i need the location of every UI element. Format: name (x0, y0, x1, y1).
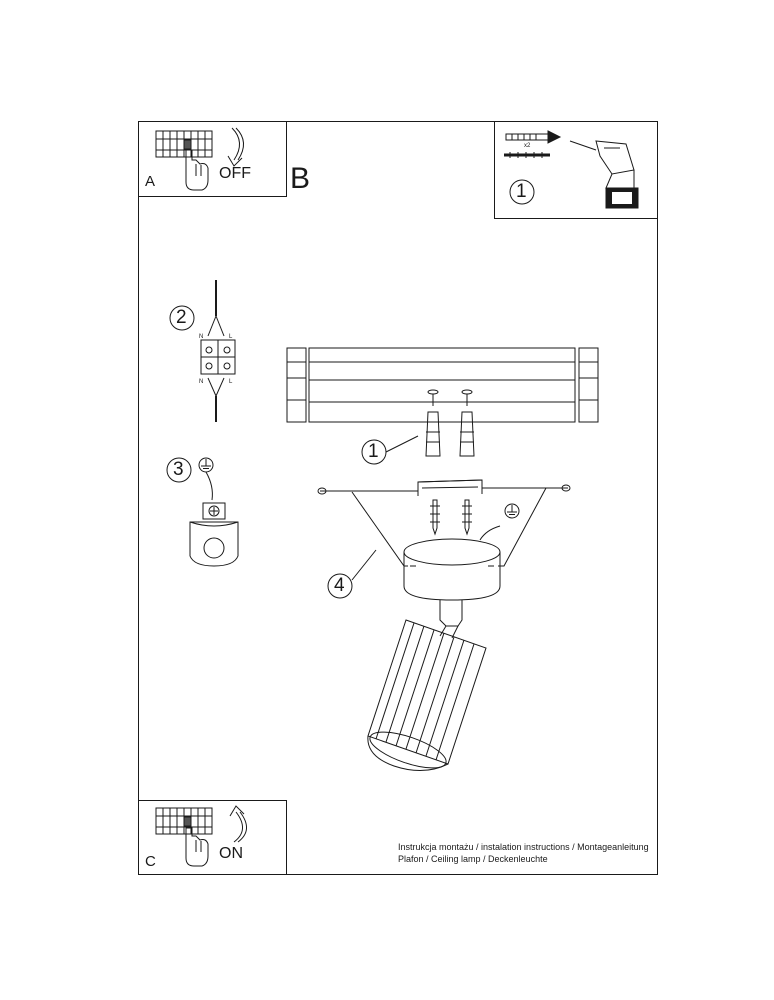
lamp-canopy (403, 538, 501, 601)
lamp-ground-icon (479, 503, 520, 541)
tools-quantity: x2 (524, 143, 531, 149)
tools-box (494, 121, 658, 219)
ceiling-screws-icon (427, 389, 473, 406)
breaker-off-icon (155, 130, 213, 158)
panel-a-action: OFF (219, 165, 251, 182)
terminal-bottom-n: N (199, 379, 204, 385)
step-2-circle (169, 305, 195, 331)
terminal-bottom-l: L (229, 379, 233, 385)
outer-frame (138, 121, 658, 875)
panel-a-letter: A (145, 173, 156, 190)
arrow-up-icon (229, 805, 247, 843)
dowel-pack-icon (505, 130, 562, 144)
drill-icon (569, 140, 639, 209)
lamp-number: 4 (334, 575, 345, 596)
hand-on-icon (185, 827, 209, 867)
step-1-number: 1 (516, 181, 527, 202)
lamp-arm (439, 600, 463, 639)
lamp-shade (367, 619, 487, 771)
panel-b-letter: B (290, 162, 311, 195)
bracket-screws-icon (430, 499, 472, 536)
step-3-circle (166, 457, 192, 483)
ground-terminal-icon (189, 502, 239, 567)
footer-line-1: Instrukcja montażu / instalation instruc… (398, 842, 649, 852)
panel-c-action: ON (219, 845, 243, 862)
dowel-leader-line (385, 435, 419, 453)
panel-c-box (138, 800, 287, 875)
wall-dowel-icon (425, 411, 475, 457)
step-1-circle (509, 179, 535, 205)
ceiling-beam (286, 347, 599, 423)
mounting-bracket (317, 479, 571, 496)
breaker-on-icon (155, 807, 213, 835)
screw-icon (504, 152, 550, 158)
projection-lines (351, 487, 547, 567)
hand-icon (185, 149, 209, 191)
arrow-down-icon (227, 127, 244, 167)
terminal-block-icon (200, 280, 236, 422)
step-2-number: 2 (176, 307, 187, 328)
terminal-top-l: L (229, 334, 233, 340)
footer-line-2: Plafon / Ceiling lamp / Deckenleuchte (398, 854, 548, 864)
lamp-leader-line (351, 549, 377, 581)
lamp-callout-circle (327, 573, 353, 599)
panel-c-letter: C (145, 853, 156, 870)
panel-a-box (138, 121, 287, 197)
terminal-top-n: N (199, 334, 204, 340)
dowel-number: 1 (368, 441, 379, 462)
ground-symbol-icon (198, 457, 214, 501)
step-3-number: 3 (173, 459, 184, 480)
